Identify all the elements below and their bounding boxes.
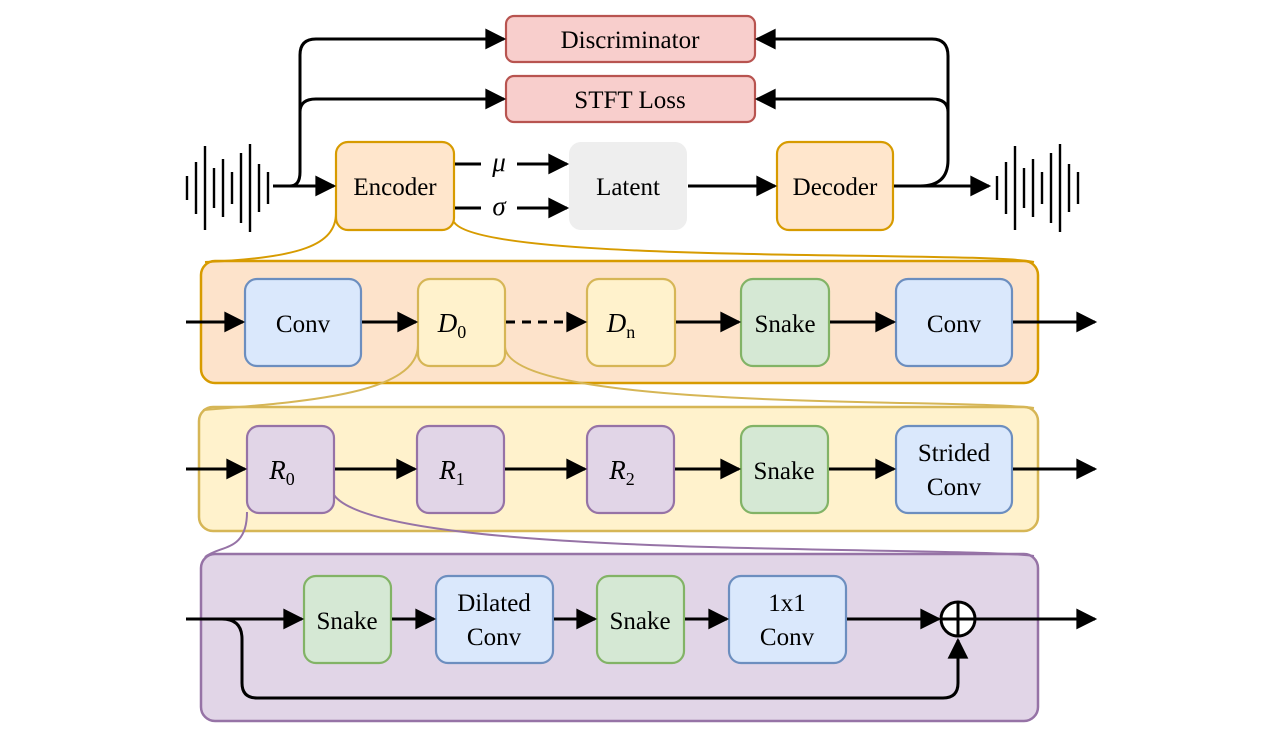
- r0-base: R: [268, 455, 286, 485]
- dn-subscript: n: [626, 322, 635, 342]
- r2-label: R2: [608, 455, 635, 489]
- r1-base: R: [438, 455, 456, 485]
- decoder-label: Decoder: [793, 174, 878, 201]
- snake-res2-label: Snake: [609, 608, 670, 635]
- snake-block-label: Snake: [753, 458, 814, 485]
- r0-label: R0: [268, 455, 295, 489]
- stft-loss-label: STFT Loss: [574, 87, 685, 114]
- sum-operator-icon: [939, 600, 977, 638]
- r0-zoom-left-curve: [204, 511, 248, 558]
- r1-label: R1: [438, 455, 465, 489]
- dilated-conv-line1: Dilated: [457, 590, 531, 617]
- conv1x1-line2: Conv: [760, 624, 815, 651]
- snake-res1-label: Snake: [316, 608, 377, 635]
- output-to-discriminator-arrow: [754, 28, 950, 188]
- latent-label: Latent: [596, 174, 660, 201]
- d0-label: D0: [437, 308, 467, 342]
- sigma-label: σ: [492, 191, 507, 221]
- skip-connection-arrow: [221, 617, 969, 700]
- r1-subscript: 1: [456, 469, 465, 489]
- dilated-conv-line2: Conv: [467, 624, 522, 651]
- r0-zoom-right-curve: [333, 494, 1035, 557]
- conv-out-label: Conv: [927, 311, 982, 338]
- d0-zoom-left-curve: [202, 344, 419, 411]
- d0-zoom-right-curve: [504, 346, 1035, 409]
- input-to-discriminator-arrow: [289, 28, 507, 188]
- input-waveform-icon: [185, 144, 270, 232]
- d0-subscript: 0: [457, 322, 466, 342]
- d0-base: D: [437, 308, 458, 338]
- discriminator-label: Discriminator: [561, 27, 701, 54]
- conv-in-label: Conv: [276, 311, 331, 338]
- snake-encoder-label: Snake: [754, 311, 815, 338]
- encoder-label: Encoder: [353, 174, 437, 201]
- conv1x1-line1: 1x1: [768, 590, 806, 617]
- strided-conv-line1: Strided: [918, 440, 991, 467]
- output-waveform-icon: [995, 144, 1080, 232]
- dn-label: Dn: [606, 308, 636, 342]
- r0-subscript: 0: [286, 469, 295, 489]
- strided-conv-line2: Conv: [927, 474, 982, 501]
- r2-base: R: [608, 455, 626, 485]
- encoder-zoom-right-curve: [453, 221, 1035, 263]
- mu-label: μ: [491, 147, 506, 177]
- encoder-zoom-left-curve: [204, 212, 337, 263]
- dn-base: D: [606, 308, 627, 338]
- r2-subscript: 2: [626, 469, 635, 489]
- input-to-stft-arrow: [298, 88, 507, 113]
- output-to-stft-arrow: [754, 88, 950, 113]
